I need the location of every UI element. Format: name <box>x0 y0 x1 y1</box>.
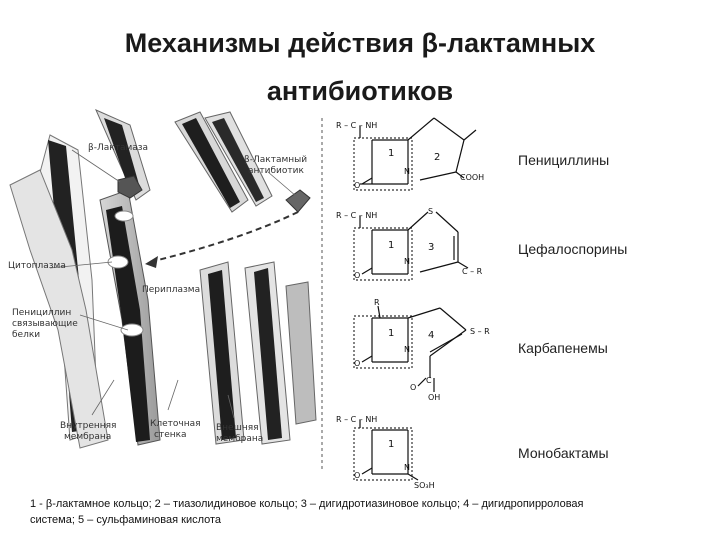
slide-title-line-2: антибиотиков <box>266 76 454 106</box>
carb-o2: O <box>410 383 416 392</box>
pbp-protein-2 <box>120 323 144 337</box>
carb-sr: S – R <box>470 327 490 336</box>
label-pbp-1: Пенициллин <box>12 308 71 318</box>
ring-label-1c: 1 <box>388 328 394 339</box>
label-cell-wall-2: стенка <box>154 430 187 440</box>
carbapenem-structure <box>353 305 467 392</box>
label-cytoplasm: Цитоплазма <box>8 261 66 271</box>
mono-rcnh: R – C – NH <box>336 415 377 424</box>
cephalosporin-structure <box>353 211 469 281</box>
pen-cooh: COOH <box>460 173 484 182</box>
label-cell-wall-1: Клеточная <box>150 419 201 429</box>
ring-1-box-3 <box>353 315 413 369</box>
slide-title-line-1: Механизмы действия β-лактамных <box>124 28 596 58</box>
ring-label-2: 2 <box>434 152 440 163</box>
label-outer-membrane-2: мембрана <box>216 434 263 444</box>
membrane-left-3-dark <box>104 118 140 192</box>
label-inner-membrane-1: Внутренняя <box>60 421 116 431</box>
ring-label-3: 3 <box>428 242 434 253</box>
label-inner-membrane-2: мембрана <box>64 432 111 442</box>
antibiotic-blob <box>285 189 311 213</box>
label-periplasm: Периплазма <box>142 285 200 295</box>
membrane-lower-2-dark <box>254 268 282 440</box>
membrane-lower-3 <box>285 281 317 425</box>
ring-1-box <box>353 137 413 191</box>
penicillin-structure <box>353 117 477 191</box>
mono-so3h: SO₃H <box>414 481 435 490</box>
ceph-rcnh: R – C – NH <box>336 211 377 220</box>
ceph-s: S <box>428 207 433 216</box>
ring-label-1a: 1 <box>388 148 394 159</box>
ceph-o: O <box>354 271 360 280</box>
mono-o: O <box>354 471 360 480</box>
antibiotic-path-arrow <box>149 211 299 263</box>
monobactam-structure <box>353 427 419 481</box>
label-pbp-3: белки <box>12 330 40 340</box>
ring-1-box-2 <box>353 227 413 281</box>
class-cephalosporins: Цефалоспорины <box>518 241 628 257</box>
mono-n: N <box>404 463 410 472</box>
mechanism-diagram: β-Лактамаза β-Лактамный антибиотик Цитоп… <box>8 109 490 490</box>
ring-label-4: 4 <box>428 330 434 341</box>
pen-rcnh: R – C – NH <box>336 121 377 130</box>
ring-label-1d: 1 <box>388 439 394 450</box>
carb-o: O <box>354 359 360 368</box>
ring-label-1b: 1 <box>388 240 394 251</box>
figure-caption: 1 - β-лактамное кольцо; 2 – тиазолидинов… <box>30 496 700 528</box>
pen-o: O <box>354 181 360 190</box>
membrane-upper-2-dark <box>212 118 264 202</box>
arrow-head <box>145 256 158 268</box>
pen-n: N <box>404 167 410 176</box>
ring-1-box-4 <box>353 427 413 481</box>
caption-line-1: 1 - β-лактамное кольцо; 2 – тиазолидинов… <box>30 498 584 510</box>
class-penicillins: Пенициллины <box>518 152 610 168</box>
label-antibiotic-2: антибиотик <box>248 166 304 176</box>
ceph-n: N <box>404 257 410 266</box>
class-carbapenems: Карбапенемы <box>518 340 608 356</box>
caption-line-2: система; 5 – сульфаминовая кислота <box>30 514 222 526</box>
pbp-protein-3 <box>114 210 134 222</box>
inner-membrane-shape-left <box>9 169 109 449</box>
carb-c: C <box>426 376 432 385</box>
membrane-illustration: β-Лактамаза β-Лактамный антибиотик Цитоп… <box>8 109 317 449</box>
ceph-cr: C – R <box>462 267 483 276</box>
carb-r: R <box>374 298 380 307</box>
label-antibiotic-1: β-Лактамный <box>244 155 307 165</box>
carb-n: N <box>404 345 410 354</box>
class-monobactams: Монобактамы <box>518 445 609 461</box>
beta-lactamase-blob <box>117 175 143 199</box>
membrane-upper-1-dark <box>182 118 240 208</box>
label-outer-membrane-1: Внешняя <box>216 423 259 433</box>
label-beta-lactamase: β-Лактамаза <box>88 143 148 153</box>
carb-oh: OH <box>428 393 440 402</box>
chemical-structures <box>321 117 477 481</box>
chemistry-labels: R – C – NH O N COOH 1 2 R – C – NH S O N… <box>336 121 490 490</box>
label-pbp-2: связывающие <box>12 319 78 329</box>
